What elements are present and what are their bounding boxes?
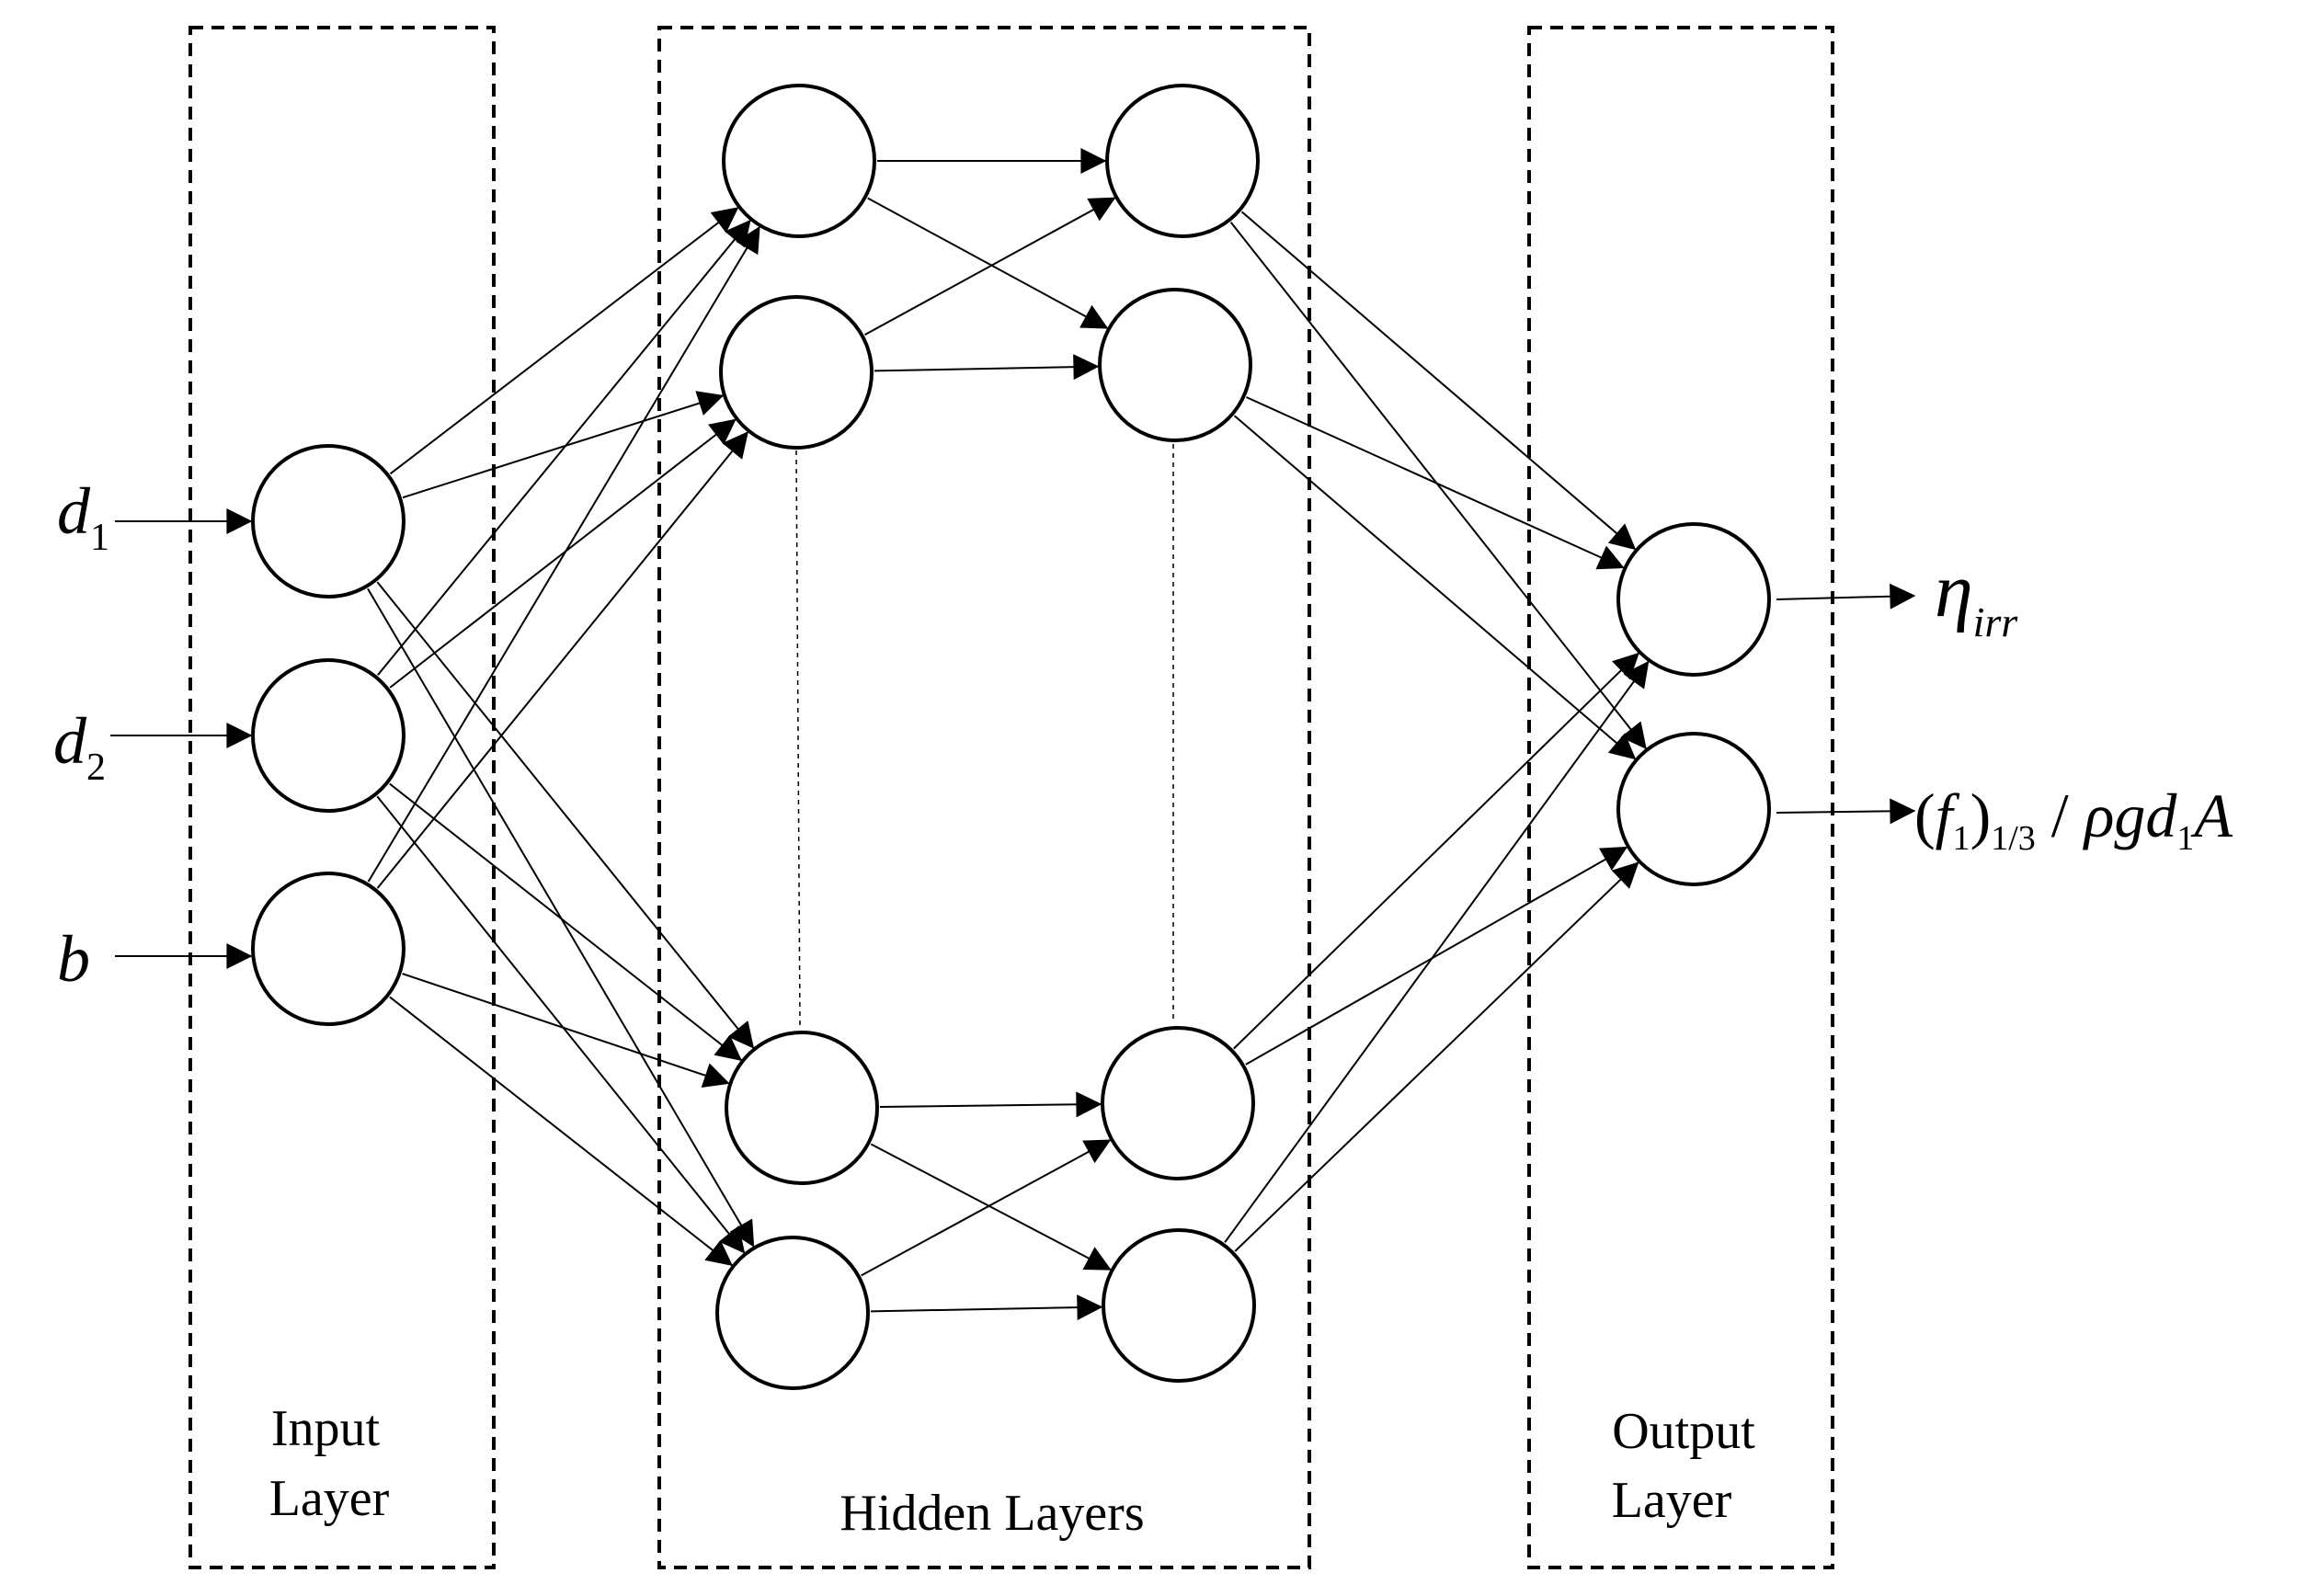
edge-in2-h1a	[377, 219, 751, 676]
input-node-b	[251, 872, 405, 1026]
output-layer-label-line1: Output	[1612, 1403, 1755, 1460]
edge-h2a-o2	[1229, 222, 1647, 750]
input-label-d1: d1	[57, 474, 109, 559]
input-layer-label-line1: Input	[271, 1400, 381, 1457]
edge-h2c-o2	[1245, 846, 1628, 1066]
input-label-d2: d2	[53, 704, 106, 789]
edge-h1d-h2c	[861, 1139, 1112, 1277]
input-node-d1	[251, 444, 405, 598]
edge-in3-h1a	[367, 225, 760, 883]
hidden-1-node-1	[722, 84, 876, 238]
edge-h1c-h2d	[870, 1143, 1112, 1271]
hidden-layers-box	[657, 26, 1311, 1569]
output-label-eta: ηirr	[1935, 548, 2018, 645]
edge-h2b-o1	[1246, 396, 1625, 570]
neuron-nodes	[251, 84, 1771, 1390]
output-layer-box	[1527, 26, 1834, 1569]
edge-h1a-h2b	[867, 197, 1109, 329]
output-arrow-2	[1776, 798, 1916, 825]
edge-h1c-h2c	[879, 1091, 1102, 1118]
edge-in1-h1c	[376, 581, 755, 1049]
edge-h2d-o1	[1224, 660, 1650, 1243]
edge-h2c-o1	[1233, 652, 1639, 1050]
output-node-1	[1616, 522, 1771, 677]
edge-in3-h1d	[389, 996, 734, 1267]
output-layer-label-line2: Layer	[1612, 1472, 1732, 1529]
edge-h2b-o2	[1233, 415, 1637, 760]
edge-h1d-h2d	[870, 1294, 1103, 1321]
hidden-2-node-3	[1101, 1026, 1255, 1180]
output-label-force: (f1)1/3 / ρgd1A	[1914, 781, 2233, 858]
output-node-2	[1616, 732, 1771, 886]
edge-h2d-o2	[1234, 861, 1639, 1252]
input-layer-label-line2: Layer	[269, 1470, 390, 1527]
output-arrow-1	[1776, 583, 1916, 610]
hidden-layer-1-ellipsis	[795, 450, 801, 1026]
hidden-1-node-2	[719, 295, 874, 450]
connection-edges	[110, 148, 1916, 1321]
edge-in3-h1c	[402, 973, 730, 1089]
input-label-b: b	[57, 922, 90, 996]
hidden-2-node-1	[1105, 84, 1260, 238]
input-layer-box	[188, 26, 496, 1569]
edge-in1-h1b	[402, 391, 725, 499]
hidden-2-node-2	[1098, 288, 1252, 442]
edge-in2-h1d	[376, 795, 746, 1254]
input-node-d2	[251, 658, 405, 813]
hidden-1-node-4	[715, 1236, 870, 1390]
edge-in2-h1b	[389, 418, 737, 689]
hidden-layers-label: Hidden Layers	[839, 1485, 1144, 1542]
edge-in3-h1b	[376, 431, 748, 889]
hidden-1-node-3	[725, 1031, 879, 1185]
edge-h2a-o1	[1240, 211, 1637, 551]
edge-h1b-h2a	[864, 197, 1116, 336]
edge-in2-h1c	[389, 782, 743, 1061]
hidden-2-node-4	[1102, 1228, 1256, 1383]
edge-h1b-h2b	[874, 354, 1100, 381]
edge-in1-h1a	[389, 207, 739, 475]
